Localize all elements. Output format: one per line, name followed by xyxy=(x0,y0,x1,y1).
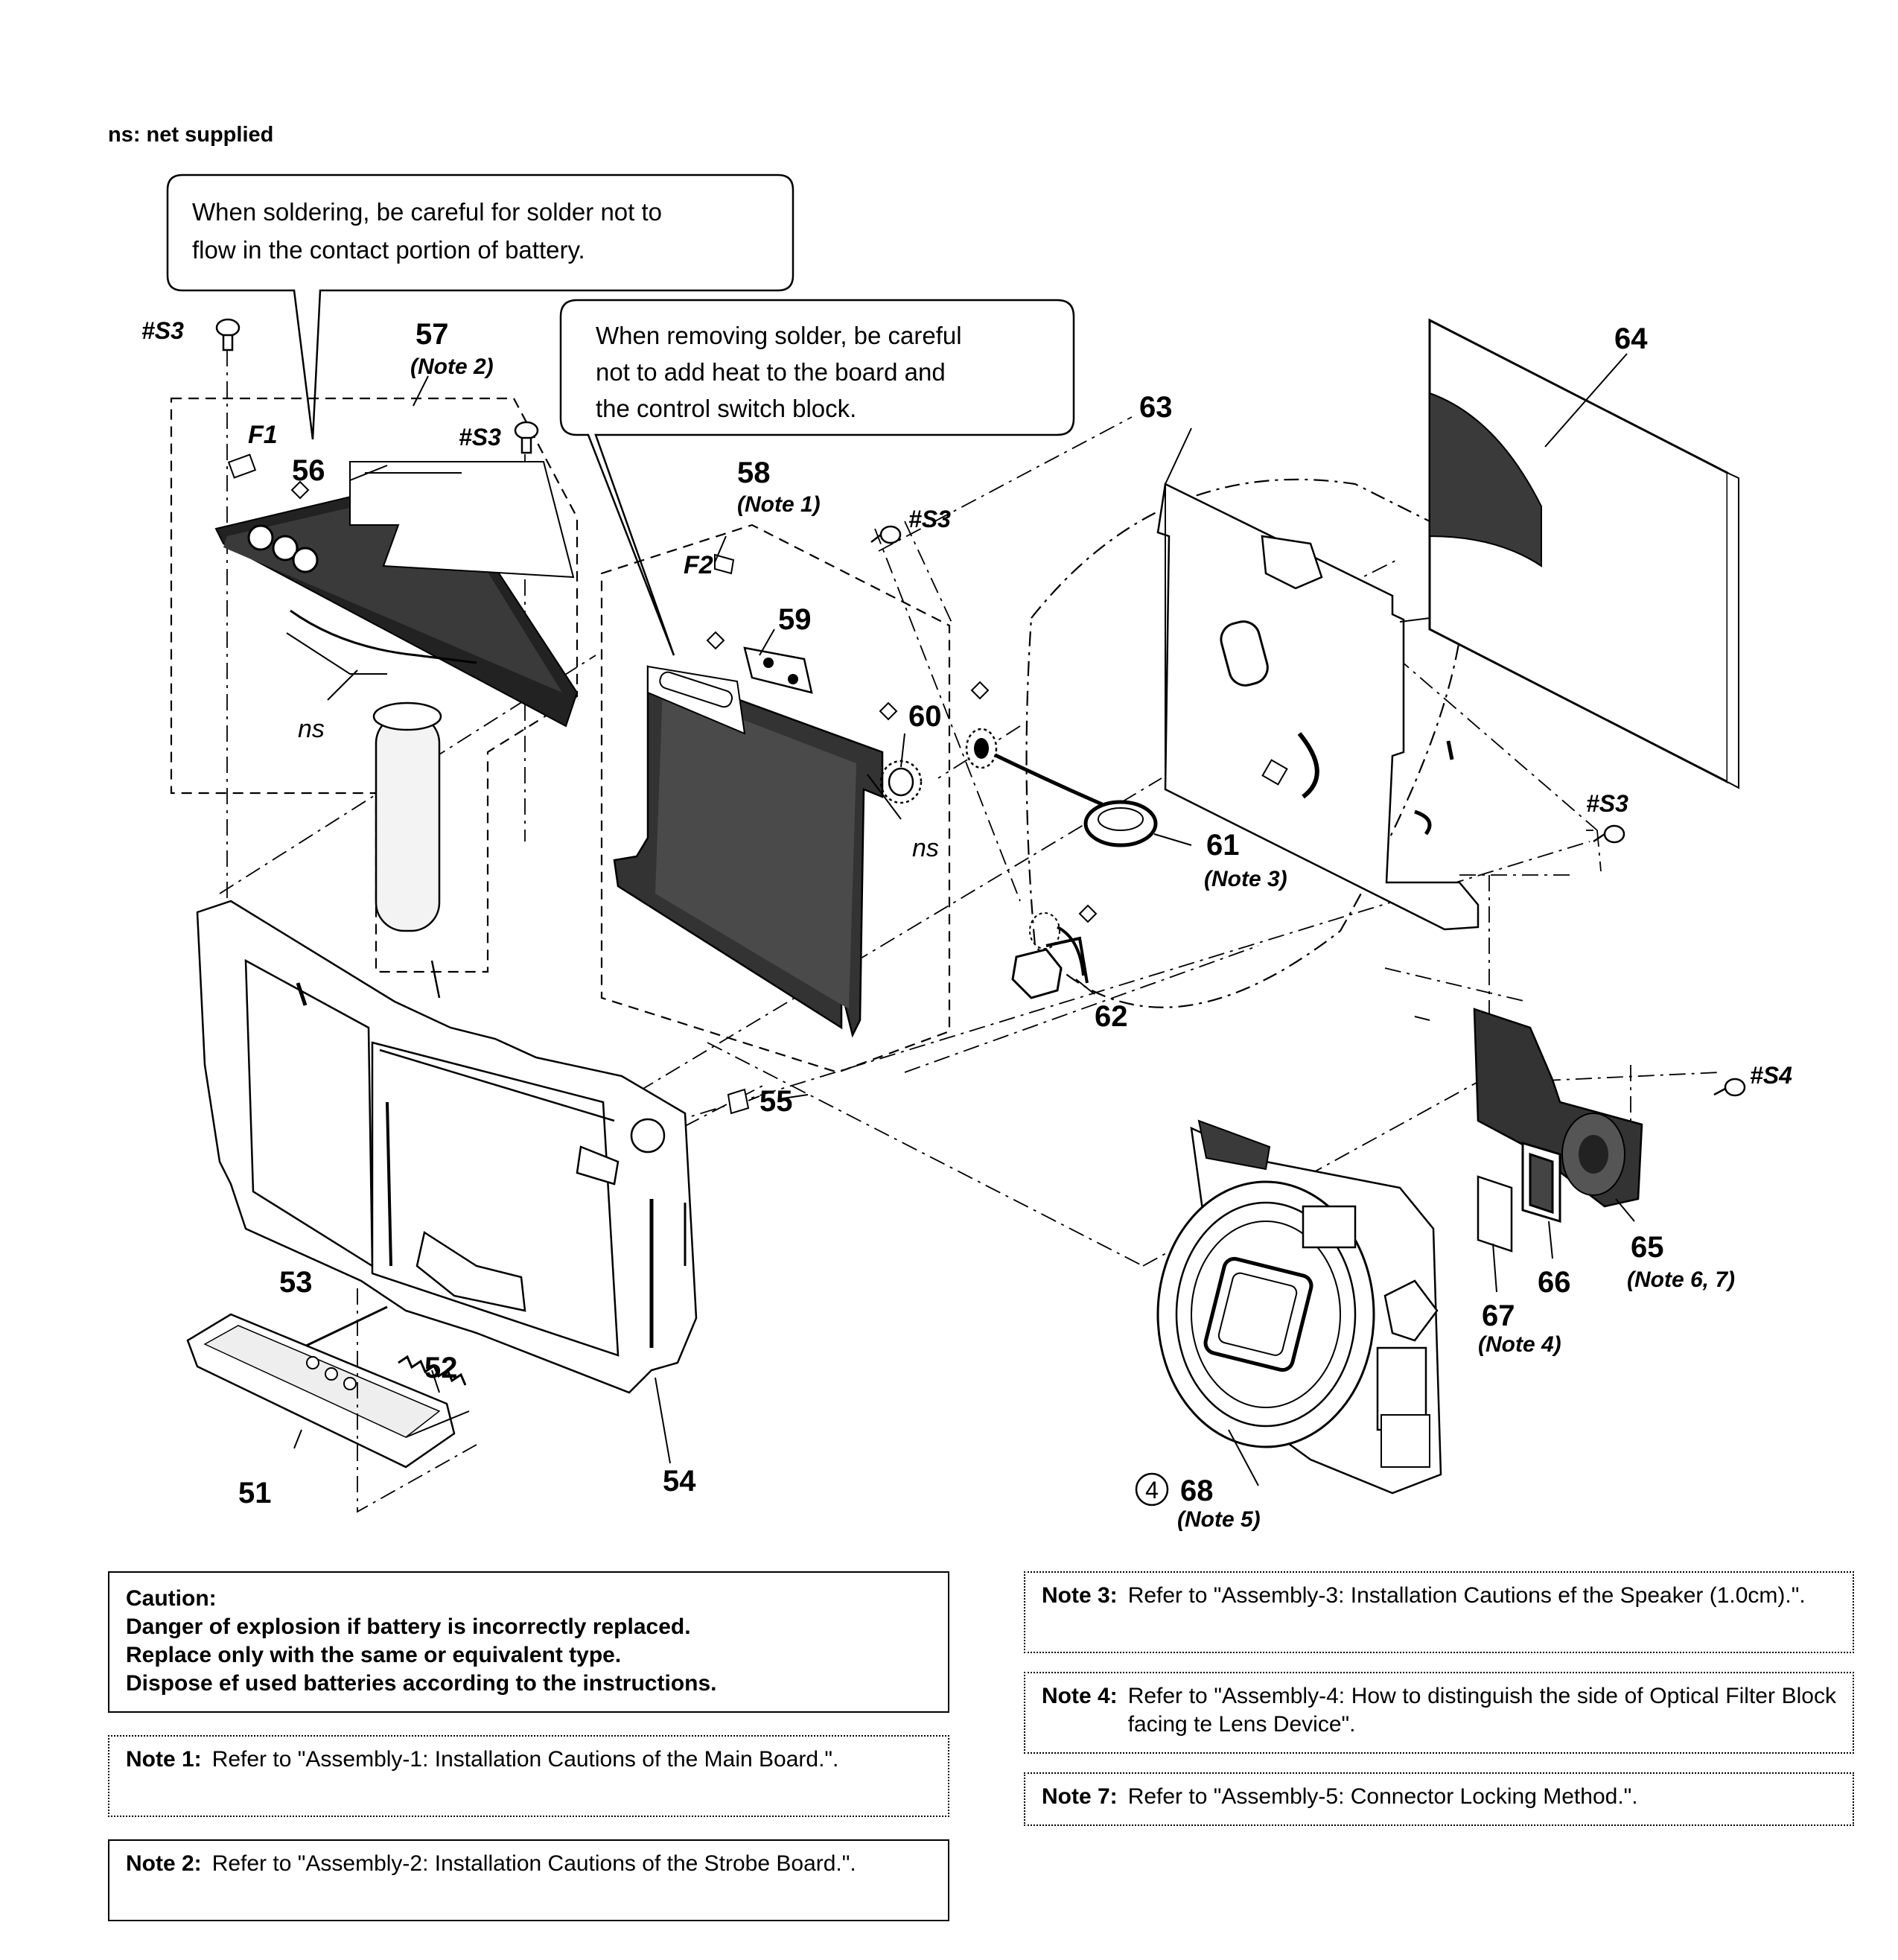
note-2-text: Refer to "Assembly-2: Installation Cauti… xyxy=(211,1851,856,1876)
caution-title: Caution: xyxy=(126,1586,217,1611)
caution-line-1: Danger of explosion if battery is incorr… xyxy=(126,1614,691,1639)
label-56: 56 xyxy=(292,454,325,487)
label-screw-s3-2: #S3 xyxy=(459,424,501,451)
label-ns-board: ns xyxy=(912,834,939,862)
label-screw-s4: #S4 xyxy=(1750,1062,1792,1089)
strobe-assembly-outline xyxy=(170,397,579,973)
label-68: 68 xyxy=(1180,1474,1214,1507)
note-1-key: Note 1: xyxy=(126,1747,202,1772)
label-screw-s3-3: #S3 xyxy=(908,506,951,532)
part-63-rear-frame xyxy=(1156,483,1480,1021)
label-59: 59 xyxy=(778,603,812,636)
label-63: 63 xyxy=(1139,391,1173,424)
note-4-text: Refer to "Assembly-4: How to distinguish… xyxy=(1127,1684,1836,1737)
callout-removing-line-1: When removing solder, be careful xyxy=(596,322,962,349)
label-65: 65 xyxy=(1631,1231,1664,1264)
callout-removing-line-2: not to add heat to the board and xyxy=(596,358,946,386)
callout-removing: When removing solder, be careful not to … xyxy=(559,299,1075,656)
callout-soldering: When soldering, be careful for solder no… xyxy=(166,174,794,440)
callout-removing-line-3: the control switch block. xyxy=(596,395,856,422)
reference-mark-4: 4 xyxy=(1135,1472,1169,1506)
part-66-filter-frame xyxy=(1521,1141,1561,1224)
part-64-lcd-panel xyxy=(1428,318,1739,789)
note-7-box: Note 7: Refer to "Assembly-5: Connector … xyxy=(1024,1772,1854,1826)
note-3-box: Note 3: Refer to "Assembly-3: Installati… xyxy=(1024,1571,1854,1653)
label-55: 55 xyxy=(759,1085,793,1118)
caution-line-2: Replace only with the same or equivalent… xyxy=(126,1643,622,1667)
screw-s3-right xyxy=(1593,824,1625,844)
part-65-flex-board xyxy=(1473,1008,1643,1208)
label-67: 67 xyxy=(1482,1299,1515,1332)
main-board-outline xyxy=(600,524,951,1074)
note-2-key: Note 2: xyxy=(126,1851,202,1876)
label-64: 64 xyxy=(1614,322,1648,355)
screw-s3-board xyxy=(870,525,902,544)
label-57: 57 xyxy=(415,318,449,351)
note-3-key: Note 3: xyxy=(1042,1583,1118,1608)
callout-soldering-line-1: When soldering, be careful for solder no… xyxy=(192,198,662,226)
screw-s3-top-mid xyxy=(514,421,539,454)
part-51-battery-cover xyxy=(186,1313,470,1469)
note-68: (Note 5) xyxy=(1177,1507,1261,1532)
label-51: 51 xyxy=(238,1477,272,1509)
part-67-optical-filter xyxy=(1477,1175,1513,1253)
label-f1: F1 xyxy=(248,421,278,449)
note-3-text: Refer to "Assembly-3: Installation Cauti… xyxy=(1127,1583,1806,1608)
note-1-text: Refer to "Assembly-1: Installation Cauti… xyxy=(211,1747,839,1772)
main-board xyxy=(613,553,884,1038)
note-58: (Note 1) xyxy=(737,492,821,517)
caution-line-3: Dispose ef used batteries according to t… xyxy=(126,1671,717,1696)
note-4-box: Note 4: Refer to "Assembly-4: How to dis… xyxy=(1024,1672,1854,1754)
note-61: (Note 3) xyxy=(1204,867,1287,891)
note-7-key: Note 7: xyxy=(1042,1784,1118,1809)
label-ns-strobe: ns xyxy=(298,715,325,743)
note-1-box: Note 1: Refer to "Assembly-1: Installati… xyxy=(108,1735,949,1817)
label-screw-s3-4: #S3 xyxy=(1586,790,1628,817)
part-62-connector xyxy=(1011,912,1089,999)
note-65: (Note 6, 7) xyxy=(1627,1267,1735,1292)
note-57: (Note 2) xyxy=(410,354,494,379)
note-2-box: Note 2: Refer to "Assembly-2: Installati… xyxy=(108,1839,949,1921)
note-67: (Note 4) xyxy=(1478,1332,1561,1357)
label-62: 62 xyxy=(1095,1000,1128,1033)
legend-ns: ns: net supplied xyxy=(108,123,274,147)
label-66: 66 xyxy=(1538,1266,1571,1299)
caution-box: Caution: Danger of explosion if battery … xyxy=(108,1571,949,1713)
screw-s3-top-left xyxy=(215,318,241,351)
screw-s4 xyxy=(1713,1078,1746,1097)
label-58: 58 xyxy=(737,456,771,489)
part-52-spring xyxy=(398,1355,467,1386)
lens-group-outline xyxy=(1025,478,1465,1008)
part-55-sheet xyxy=(727,1088,750,1115)
strobe-board xyxy=(214,454,579,932)
label-f2: F2 xyxy=(684,551,713,579)
part-60-ring xyxy=(879,760,923,804)
label-54: 54 xyxy=(663,1465,696,1498)
callout-soldering-line-2: flow in the contact portion of battery. xyxy=(192,236,585,264)
part-68-lens-device xyxy=(1156,1119,1442,1495)
note-4-key: Note 4: xyxy=(1042,1684,1118,1708)
part-54-main-frame xyxy=(196,900,698,1394)
label-60: 60 xyxy=(908,700,942,733)
svg-text:4: 4 xyxy=(1145,1477,1159,1504)
label-53: 53 xyxy=(279,1266,313,1299)
label-61: 61 xyxy=(1206,829,1240,862)
part-61-speaker xyxy=(965,728,1158,847)
label-screw-s3-1: #S3 xyxy=(141,317,184,344)
note-7-text: Refer to "Assembly-5: Connector Locking … xyxy=(1127,1784,1638,1809)
label-52: 52 xyxy=(424,1352,458,1384)
